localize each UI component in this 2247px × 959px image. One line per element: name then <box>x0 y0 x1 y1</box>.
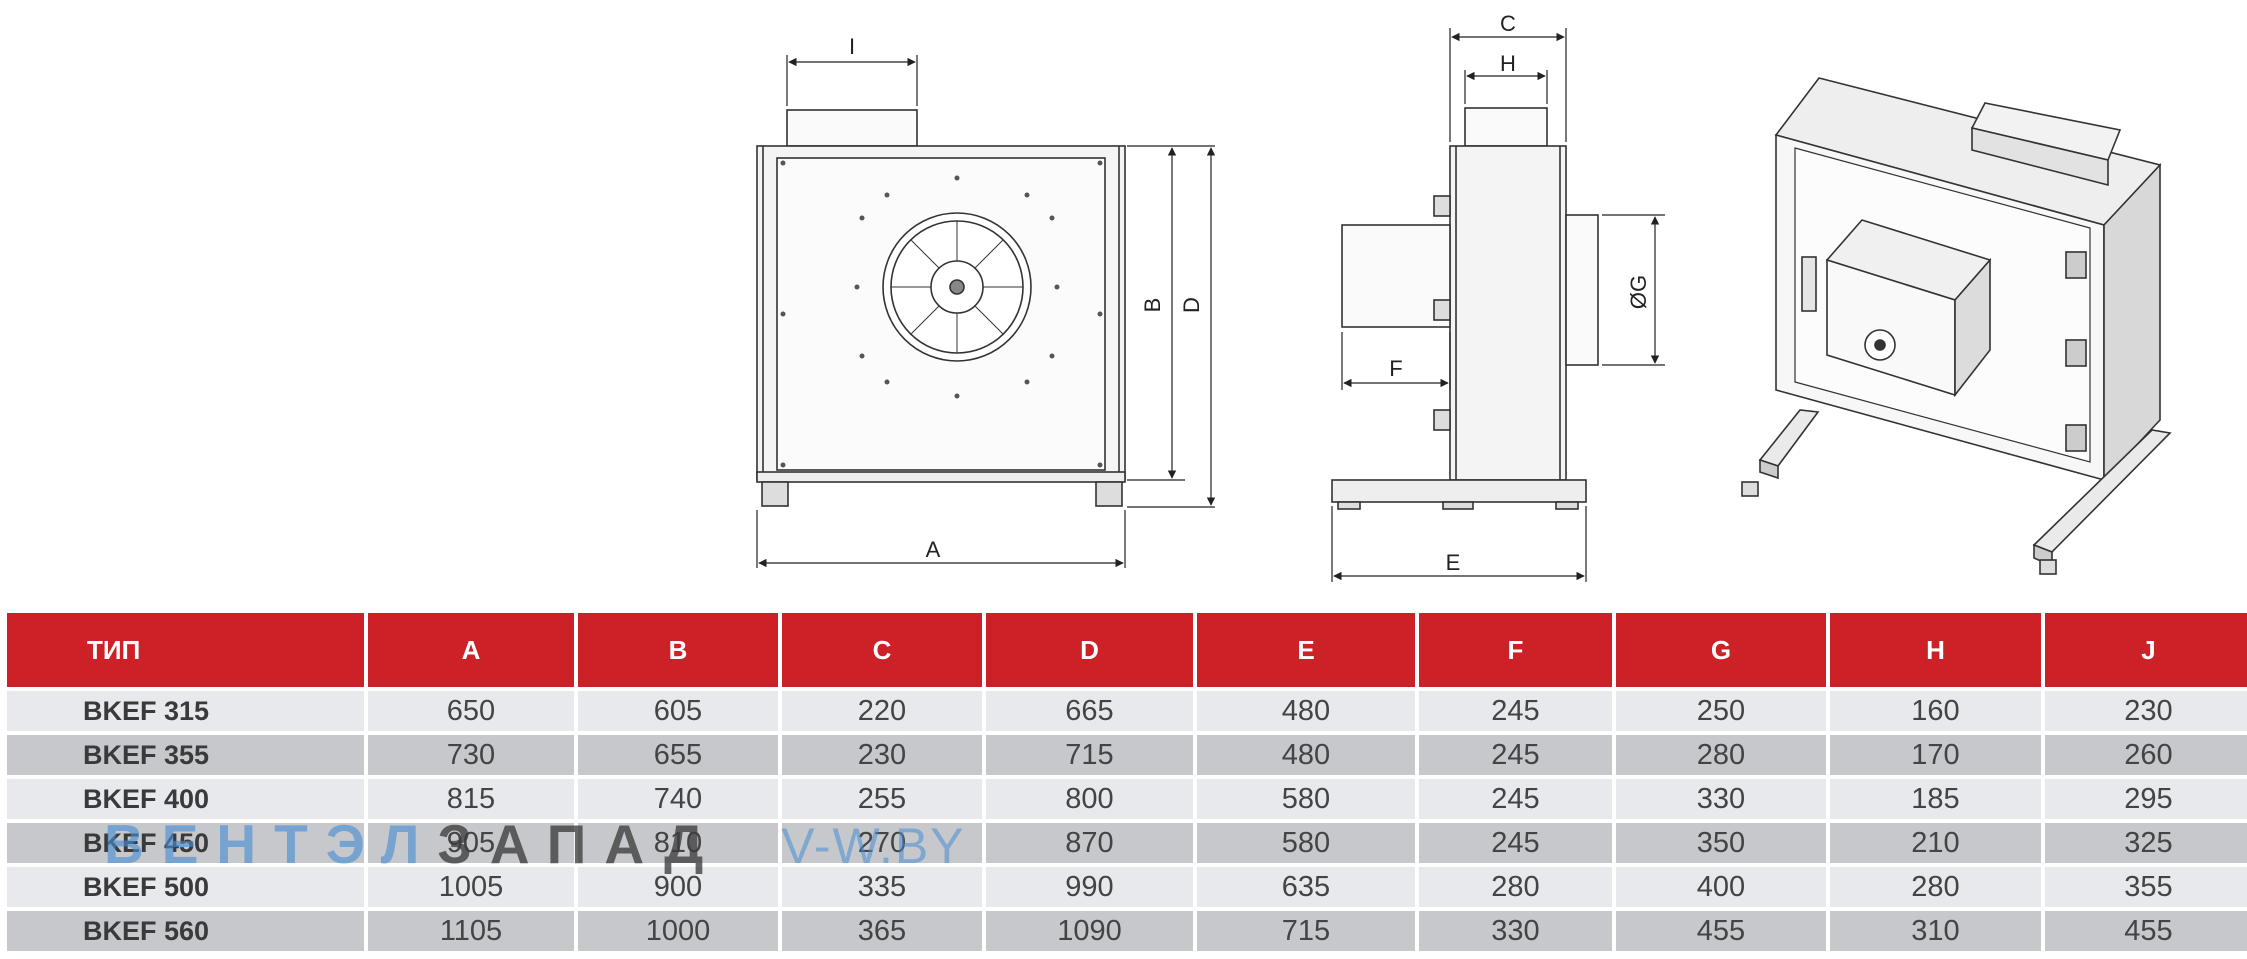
technical-drawings: I A B D C H ØG F E <box>756 11 2172 582</box>
cell-g: 455 <box>1616 911 1826 951</box>
header-b: B <box>578 613 778 687</box>
table-row: BKEF 355 730 655 230 715 480 245 280 170… <box>7 735 2247 775</box>
cell-type: BKEF 315 <box>7 691 364 731</box>
table-header-row: ТИП A B C D E F G H J <box>7 613 2247 687</box>
cell-g: 350 <box>1616 823 1826 863</box>
header-f: F <box>1419 613 1612 687</box>
header-g: G <box>1616 613 1826 687</box>
cell-h: 310 <box>1830 911 2041 951</box>
header-a: A <box>368 613 574 687</box>
dim-label-d: D <box>1179 297 1204 313</box>
cell-b: 810 <box>578 823 778 863</box>
cell-a: 730 <box>368 735 574 775</box>
cell-type: BKEF 355 <box>7 735 364 775</box>
header-d: D <box>986 613 1193 687</box>
cell-b: 900 <box>578 867 778 907</box>
cell-h: 160 <box>1830 691 2041 731</box>
table-row: BKEF 500 1005 900 335 990 635 280 400 28… <box>7 867 2247 907</box>
header-j: J <box>2045 613 2247 687</box>
header-type: ТИП <box>7 613 364 687</box>
cell-a: 1005 <box>368 867 574 907</box>
dim-label-c: C <box>1500 11 1516 36</box>
cell-e: 580 <box>1197 823 1415 863</box>
cell-e: 635 <box>1197 867 1415 907</box>
cell-e: 580 <box>1197 779 1415 819</box>
dim-label-b: B <box>1140 298 1165 313</box>
cell-j: 355 <box>2045 867 2247 907</box>
cell-f: 330 <box>1419 911 1612 951</box>
table-row: BKEF 450 905 810 270 870 580 245 350 210… <box>7 823 2247 863</box>
cell-f: 245 <box>1419 779 1612 819</box>
cell-a: 1105 <box>368 911 574 951</box>
cell-j: 230 <box>2045 691 2247 731</box>
cell-a: 905 <box>368 823 574 863</box>
cell-e: 480 <box>1197 691 1415 731</box>
cell-g: 250 <box>1616 691 1826 731</box>
cell-j: 295 <box>2045 779 2247 819</box>
cell-b: 1000 <box>578 911 778 951</box>
cell-e: 480 <box>1197 735 1415 775</box>
cell-j: 455 <box>2045 911 2247 951</box>
cell-b: 605 <box>578 691 778 731</box>
cell-d: 800 <box>986 779 1193 819</box>
cell-d: 1090 <box>986 911 1193 951</box>
table-row: BKEF 315 650 605 220 665 480 245 250 160… <box>7 691 2247 731</box>
cell-c: 220 <box>782 691 982 731</box>
cell-b: 740 <box>578 779 778 819</box>
cell-type: BKEF 560 <box>7 911 364 951</box>
cell-d: 870 <box>986 823 1193 863</box>
header-h: H <box>1830 613 2041 687</box>
cell-b: 655 <box>578 735 778 775</box>
header-e: E <box>1197 613 1415 687</box>
dim-label-e: E <box>1446 550 1461 575</box>
cell-j: 325 <box>2045 823 2247 863</box>
cell-e: 715 <box>1197 911 1415 951</box>
table-row: BKEF 400 815 740 255 800 580 245 330 185… <box>7 779 2247 819</box>
cell-f: 280 <box>1419 867 1612 907</box>
cell-f: 245 <box>1419 823 1612 863</box>
cell-a: 650 <box>368 691 574 731</box>
cell-c: 230 <box>782 735 982 775</box>
cell-h: 170 <box>1830 735 2041 775</box>
front-dimension-lines <box>756 55 1216 568</box>
side-dimension-lines <box>1331 28 1665 582</box>
dim-label-f: F <box>1389 356 1402 381</box>
front-view-drawing <box>756 109 1126 507</box>
dim-label-h: H <box>1500 51 1516 76</box>
cell-d: 715 <box>986 735 1193 775</box>
cell-h: 280 <box>1830 867 2041 907</box>
cell-g: 280 <box>1616 735 1826 775</box>
table-row: BKEF 560 1105 1000 365 1090 715 330 455 … <box>7 911 2247 951</box>
isometric-view-drawing <box>1741 77 2172 575</box>
cell-type: BKEF 500 <box>7 867 364 907</box>
cell-g: 330 <box>1616 779 1826 819</box>
cell-f: 245 <box>1419 691 1612 731</box>
cell-d: 990 <box>986 867 1193 907</box>
cell-j: 260 <box>2045 735 2247 775</box>
cell-type: BKEF 400 <box>7 779 364 819</box>
cell-h: 210 <box>1830 823 2041 863</box>
specifications-table: ТИП A B C D E F G H J BKEF 315 650 605 2… <box>3 609 2247 955</box>
cell-c: 335 <box>782 867 982 907</box>
cell-h: 185 <box>1830 779 2041 819</box>
cell-a: 815 <box>368 779 574 819</box>
cell-g: 400 <box>1616 867 1826 907</box>
dim-label-i: I <box>849 34 855 59</box>
cell-f: 245 <box>1419 735 1612 775</box>
dim-label-g: ØG <box>1626 275 1651 309</box>
dim-label-a: A <box>926 537 941 562</box>
cell-c: 270 <box>782 823 982 863</box>
header-c: C <box>782 613 982 687</box>
cell-type: BKEF 450 <box>7 823 364 863</box>
cell-d: 665 <box>986 691 1193 731</box>
side-view-drawing <box>1331 107 1599 510</box>
cell-c: 365 <box>782 911 982 951</box>
cell-c: 255 <box>782 779 982 819</box>
